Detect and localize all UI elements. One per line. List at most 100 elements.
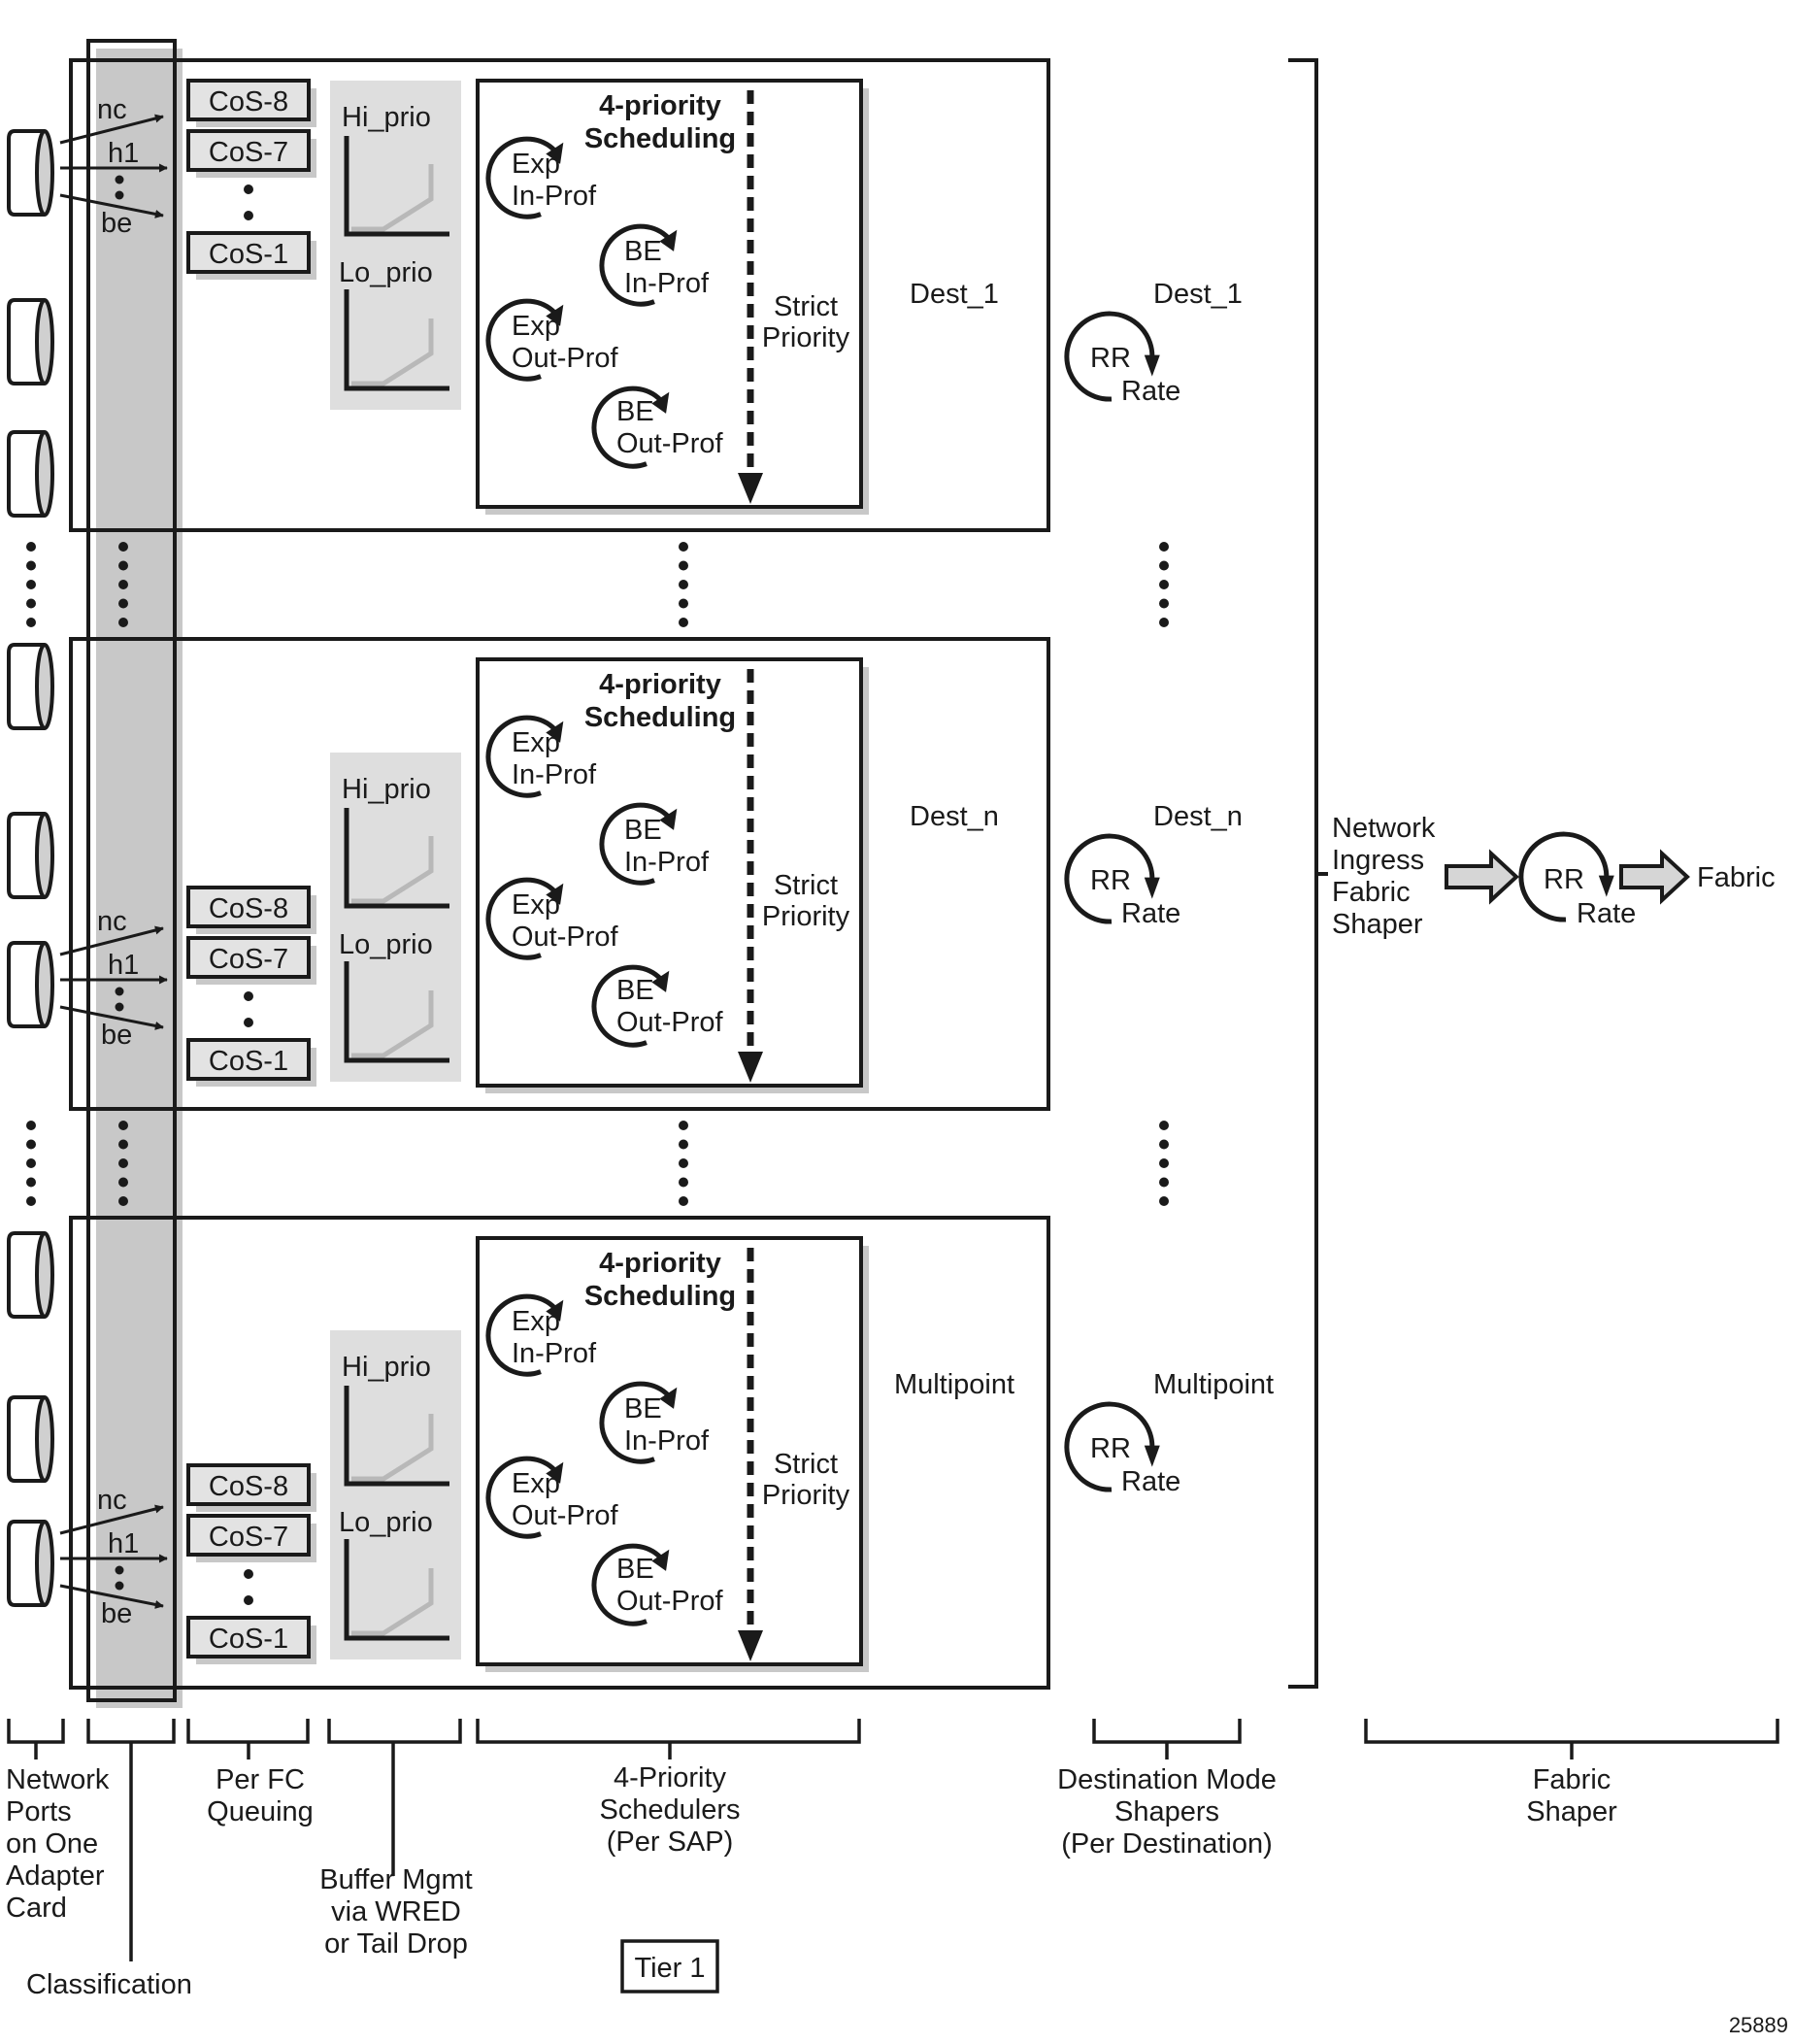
item-label: In-Prof xyxy=(512,1338,597,1369)
arrowhead xyxy=(659,1387,678,1409)
item-label: Out-Prof xyxy=(512,343,619,374)
arrowhead xyxy=(1144,354,1160,377)
arrow-nc xyxy=(59,1504,164,1535)
queue-label: CoS-7 xyxy=(209,1522,288,1553)
circular-arrow-icon xyxy=(599,223,678,307)
dot xyxy=(26,542,36,552)
arrow-be xyxy=(59,193,164,218)
fc-label-nc: nc xyxy=(97,1485,127,1516)
arc xyxy=(591,1543,663,1626)
legend-label: Buffer Mgmt xyxy=(319,1864,472,1895)
section-box xyxy=(69,1216,1050,1690)
scheduler-box xyxy=(476,1236,863,1666)
port-face xyxy=(35,1231,54,1319)
item-label: BE xyxy=(624,815,662,846)
shaper-ellipsis xyxy=(1159,542,1169,627)
circular-arrow-icon xyxy=(599,1381,678,1464)
dot xyxy=(118,1196,128,1206)
tier-badge xyxy=(620,1939,719,1994)
queue-box xyxy=(186,1616,311,1659)
arrowhead xyxy=(651,1549,670,1571)
arrowhead xyxy=(546,720,564,743)
arc xyxy=(591,385,663,469)
shaper-label: Multipoint xyxy=(1153,1369,1274,1400)
dot xyxy=(118,1121,128,1130)
dot xyxy=(244,211,253,220)
network-port-icon xyxy=(7,812,54,899)
wred-axes xyxy=(344,289,449,391)
dot xyxy=(679,560,688,571)
bracket xyxy=(327,1719,462,1744)
dot xyxy=(679,1177,688,1188)
scheduler-box xyxy=(476,657,863,1088)
fc-label-be: be xyxy=(101,1020,132,1051)
legend-label: via WRED xyxy=(331,1896,461,1927)
rr-label: RR xyxy=(1544,864,1584,895)
queue-label: CoS-1 xyxy=(209,1624,288,1655)
legend-label: Schedulers xyxy=(599,1794,740,1826)
item-label: In-Prof xyxy=(512,181,597,212)
dot xyxy=(679,580,688,589)
dot xyxy=(118,598,128,609)
wred-axes xyxy=(344,1386,449,1487)
dot xyxy=(115,175,124,184)
legend-label: Classification xyxy=(26,1969,192,2000)
port-body xyxy=(7,1231,45,1319)
fc-label-be: be xyxy=(101,208,132,239)
dot xyxy=(1159,1139,1169,1150)
rr-label: RR xyxy=(1090,1433,1131,1464)
circular-arrow-icon xyxy=(591,1543,670,1626)
dot xyxy=(1159,542,1169,552)
dot xyxy=(118,1158,128,1168)
port-body xyxy=(7,129,45,217)
bracket xyxy=(476,1719,861,1744)
fabric-output-label: Fabric xyxy=(1697,862,1776,893)
arc xyxy=(485,1293,557,1377)
dot xyxy=(115,1581,124,1591)
circular-arrow-icon xyxy=(485,298,564,382)
dot xyxy=(118,618,128,627)
dot xyxy=(26,1121,36,1130)
scheduler-title: 4-priority xyxy=(599,669,721,700)
arrow-nc xyxy=(59,114,164,145)
item-label: In-Prof xyxy=(512,759,597,790)
four-priority-scheduler: 4-prioritySchedulingStrictPriorityExpIn-… xyxy=(476,1236,869,1672)
classification-shadow-strip xyxy=(177,641,183,1107)
legend-label: Adapter xyxy=(6,1860,105,1892)
shaper-ellipsis xyxy=(1159,1121,1169,1206)
wred-curve xyxy=(351,990,434,1058)
queue-label: CoS-1 xyxy=(209,239,288,270)
dot xyxy=(244,184,253,194)
queue-box xyxy=(186,231,311,274)
dot xyxy=(679,1158,688,1168)
hi-prio-label: Hi_prio xyxy=(342,774,431,805)
queue-box xyxy=(186,79,311,121)
strict-priority-arrowhead xyxy=(738,1630,763,1661)
rr-label: RR xyxy=(1090,865,1131,896)
dot xyxy=(1159,1196,1169,1206)
section-box xyxy=(69,58,1050,532)
legend-label: or Tail Drop xyxy=(324,1928,468,1960)
legend-label: 4-Priority xyxy=(614,1762,727,1793)
fabric-shaper-label: Ingress xyxy=(1332,845,1424,876)
round-robin-icon xyxy=(1518,831,1614,922)
arrow-nc xyxy=(59,925,164,956)
network-port-icon xyxy=(7,941,54,1028)
port-body xyxy=(7,1395,45,1483)
item-label: In-Prof xyxy=(624,268,710,299)
queue-box xyxy=(186,1463,311,1506)
port-body xyxy=(7,812,45,899)
dot xyxy=(1159,560,1169,571)
classification-column xyxy=(86,39,177,1702)
arrowhead xyxy=(1144,877,1160,899)
buffer-panel xyxy=(330,753,461,1082)
arc xyxy=(485,715,557,798)
